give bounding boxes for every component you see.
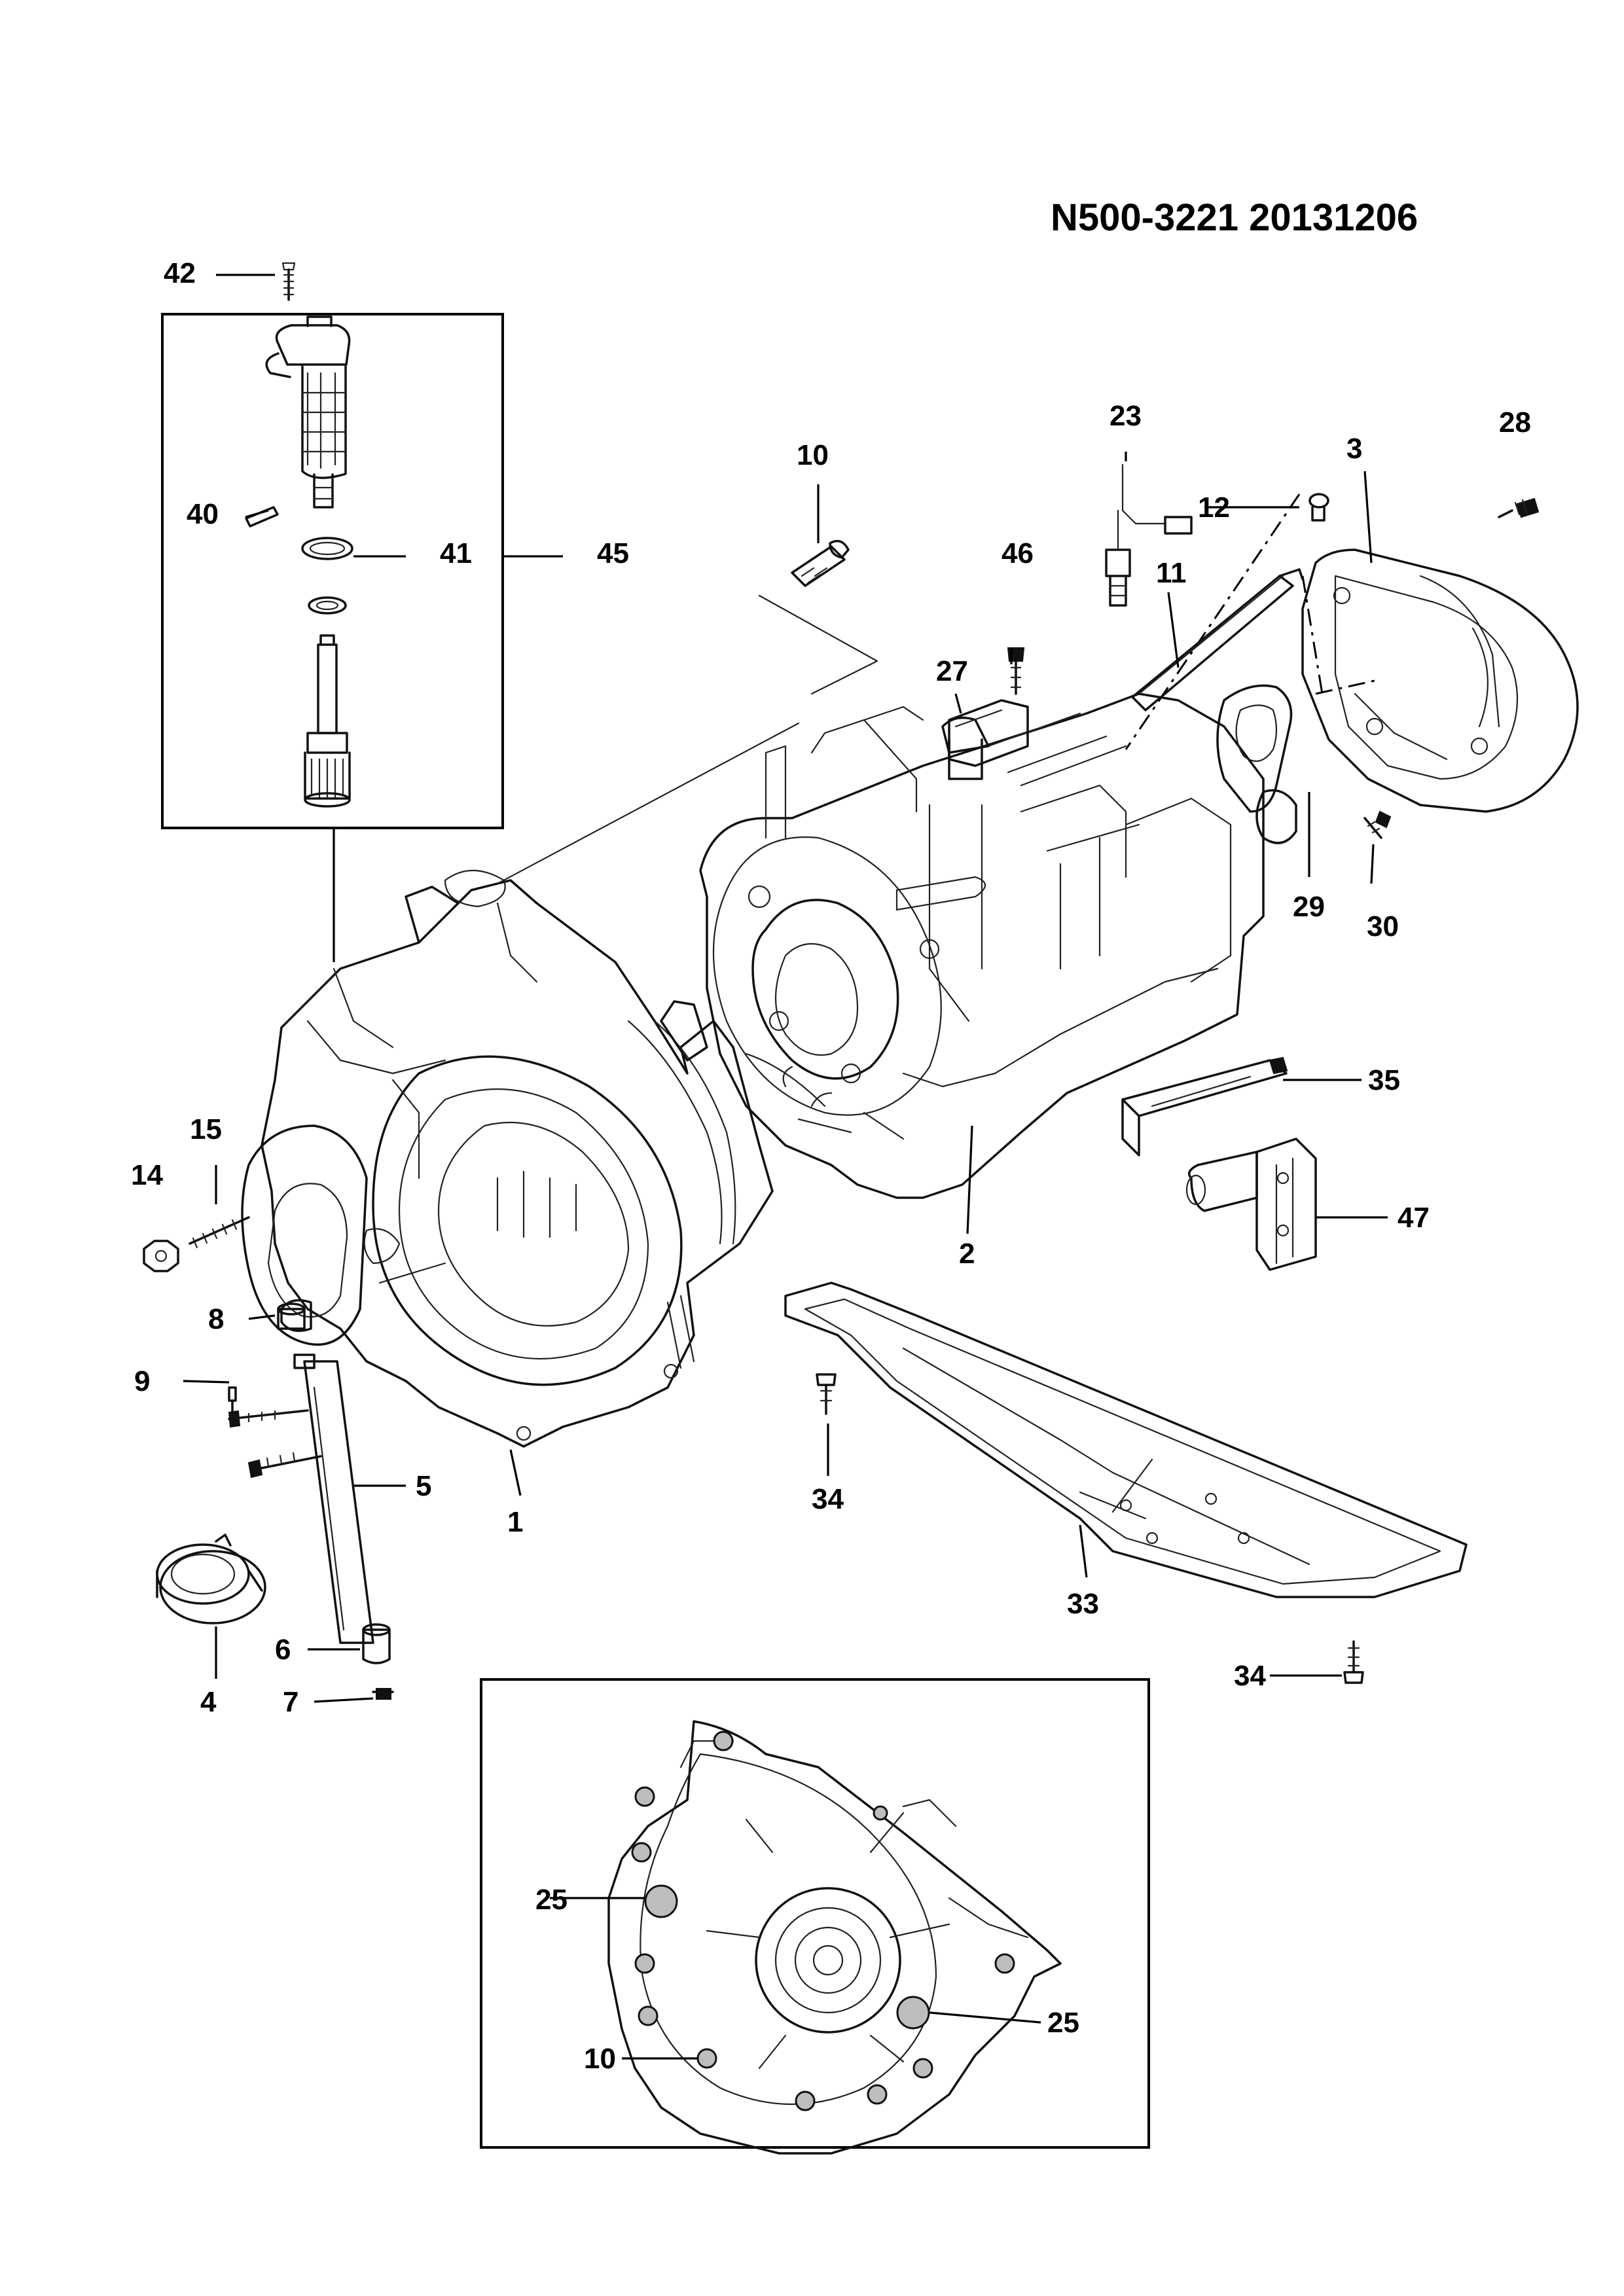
part-14-nut <box>143 1240 179 1272</box>
callout-4: 4 <box>200 1686 217 1718</box>
inset-bolt <box>795 2090 816 2111</box>
inset-case-rear-view <box>607 1720 1062 2155</box>
callout-25-right: 25 <box>1047 2007 1079 2039</box>
callout-10-inset: 10 <box>584 2043 616 2075</box>
callout-42: 42 <box>164 257 196 289</box>
part-10-bolt-top <box>791 539 850 587</box>
part-1-clutch-housing <box>241 870 774 1448</box>
callout-9: 9 <box>134 1365 150 1397</box>
callout-1: 1 <box>507 1506 523 1538</box>
inset-bolt <box>713 1731 734 1751</box>
callout-27: 27 <box>936 655 968 687</box>
part-5-release-fork <box>280 1299 374 1644</box>
part-28-bolt <box>1498 497 1540 518</box>
callout-45: 45 <box>597 537 629 569</box>
inset-bolt <box>912 2058 933 2079</box>
callout-35: 35 <box>1368 1064 1400 1096</box>
part-speedometer-driven-gear <box>304 634 351 808</box>
part-41-o-ring <box>301 537 353 560</box>
part-11-shift-lever <box>1131 568 1304 711</box>
callout-30: 30 <box>1367 910 1399 942</box>
inset-box <box>480 1678 1150 2149</box>
callout-11: 11 <box>1156 557 1187 589</box>
inset-bolt-25-left <box>644 1884 678 1918</box>
callout-46: 46 <box>1001 537 1034 569</box>
callout-labels: 42 40 41 45 10 46 27 23 12 11 3 28 29 30… <box>131 257 1531 2075</box>
inset-bolt-25-right <box>896 1996 930 2030</box>
leader-housing-to-case <box>496 722 800 885</box>
part-40-pin <box>245 506 279 528</box>
part-6-boot <box>362 1623 391 1664</box>
callout-25-left: 25 <box>535 1884 568 1916</box>
inset-bolt <box>867 2084 888 2105</box>
part-fork-bolt-upper <box>228 1409 309 1428</box>
callout-5: 5 <box>416 1470 431 1502</box>
inset-bolt <box>631 1842 652 1863</box>
part-7-clip <box>372 1688 394 1700</box>
part-23-sensor <box>1105 463 1193 607</box>
callout-7: 7 <box>283 1686 298 1718</box>
part-3-extension-housing <box>1301 548 1579 813</box>
drawing-code: N500-3221 20131206 <box>1051 196 1418 239</box>
centerline-gasket <box>1315 679 1375 695</box>
inset-bolt <box>638 2005 659 2026</box>
callout-34-right: 34 <box>1234 1660 1266 1692</box>
inset-bolt <box>873 1805 888 1821</box>
speedometer-drive-assembly <box>161 262 504 829</box>
callout-14: 14 <box>131 1159 163 1191</box>
part-15-stud <box>189 1216 250 1249</box>
callout-40: 40 <box>187 498 219 530</box>
part-12-bolt <box>1308 493 1329 522</box>
leader-bolt10-to-case <box>758 594 878 695</box>
callout-6: 6 <box>275 1634 291 1666</box>
inset-bolt <box>634 1786 655 1807</box>
part-fork-bolt-lower <box>247 1452 322 1479</box>
leader-lines <box>183 274 1388 2060</box>
centerline-housing <box>1301 575 1324 694</box>
part-2-transmission-case <box>699 692 1265 1199</box>
assembly-box-45 <box>161 313 504 829</box>
part-8-pivot <box>277 1302 306 1330</box>
part-34-bolt-left <box>816 1373 837 1415</box>
callout-10-top: 10 <box>797 439 829 471</box>
callout-8: 8 <box>208 1303 224 1335</box>
inset-bolt <box>634 1953 655 1974</box>
part-35-bracket <box>1121 1056 1288 1157</box>
part-29-gasket <box>1216 684 1297 844</box>
part-33-plate <box>784 1282 1468 1598</box>
callout-47: 47 <box>1398 1202 1430 1234</box>
callout-41: 41 <box>440 537 472 569</box>
part-47-bracket <box>1185 1138 1317 1271</box>
callout-23: 23 <box>1110 400 1142 432</box>
callout-2: 2 <box>959 1238 975 1270</box>
inset-bolt <box>994 1953 1015 1974</box>
part-34-bolt-right <box>1343 1640 1364 1684</box>
callout-28: 28 <box>1499 406 1531 439</box>
callout-12: 12 <box>1198 492 1230 524</box>
part-42-bolt <box>281 262 296 301</box>
callout-3: 3 <box>1346 433 1362 465</box>
part-9-bolt <box>228 1386 237 1415</box>
callout-29: 29 <box>1293 891 1325 923</box>
inset-bolt-10 <box>696 2048 717 2069</box>
part-seal-washer <box>308 596 347 615</box>
part-speedometer-driven-gear-housing <box>265 315 351 509</box>
callout-33: 33 <box>1067 1588 1099 1620</box>
callout-34-left: 34 <box>812 1483 844 1515</box>
part-27-cover <box>948 699 1029 767</box>
part-4-release-bearing <box>156 1534 266 1624</box>
callout-15: 15 <box>190 1113 222 1145</box>
part-30-bolt <box>1363 810 1392 839</box>
